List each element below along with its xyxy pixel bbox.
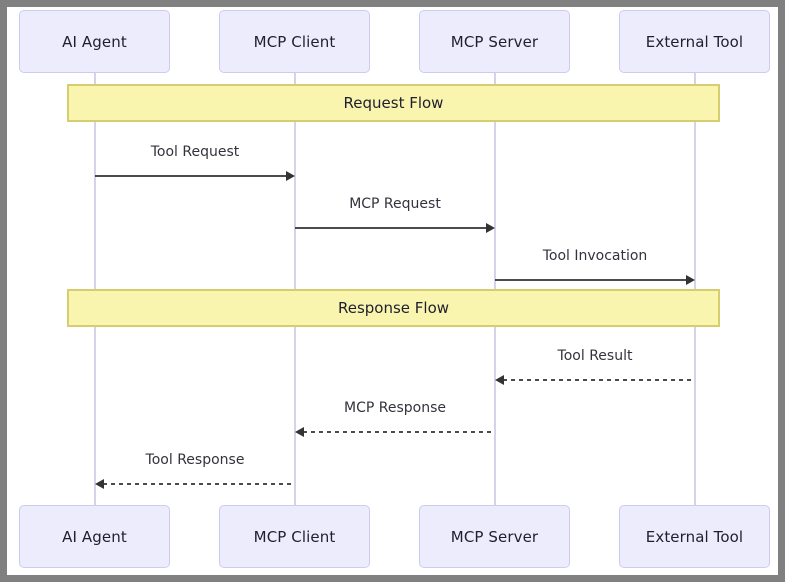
participant-external-tool-bottom[interactable]: External Tool (619, 505, 770, 568)
message-label-tool-response: Tool Response (145, 452, 245, 468)
section-banner-request-flow: Request Flow (67, 84, 720, 122)
arrow-head (95, 479, 104, 489)
message-arrow-mcp-request (295, 223, 495, 233)
participant-label: MCP Server (450, 527, 539, 546)
arrow-head (495, 375, 504, 385)
participant-label: MCP Client (253, 32, 336, 51)
participant-label: MCP Server (450, 32, 539, 51)
section-banner-label: Response Flow (337, 299, 450, 317)
arrow-head (286, 171, 295, 181)
arrow-head (686, 275, 695, 285)
participant-label: AI Agent (62, 32, 127, 51)
message-label-tool-result: Tool Result (557, 348, 633, 364)
participant-external-tool-top[interactable]: External Tool (619, 10, 770, 73)
participant-mcp-client-top[interactable]: MCP Client (219, 10, 370, 73)
participant-ai-agent-bottom[interactable]: AI Agent (19, 505, 170, 568)
message-arrow-tool-invocation (495, 275, 695, 285)
participant-label: AI Agent (62, 527, 127, 546)
participant-mcp-client-bottom[interactable]: MCP Client (219, 505, 370, 568)
message-label-mcp-request: MCP Request (349, 196, 441, 212)
message-arrow-tool-response (95, 479, 295, 489)
arrow-head (486, 223, 495, 233)
message-label-tool-request: Tool Request (150, 144, 240, 160)
message-label-tool-invocation: Tool Invocation (542, 248, 648, 264)
message-arrow-tool-request (95, 171, 295, 181)
participant-mcp-server-bottom[interactable]: MCP Server (419, 505, 570, 568)
participant-label: External Tool (645, 32, 744, 51)
participant-mcp-server-top[interactable]: MCP Server (419, 10, 570, 73)
participant-label: MCP Client (253, 527, 336, 546)
message-label-mcp-response: MCP Response (344, 400, 446, 416)
arrow-head (295, 427, 304, 437)
participant-ai-agent-top[interactable]: AI Agent (19, 10, 170, 73)
section-banner-label: Request Flow (343, 94, 444, 112)
section-banner-response-flow: Response Flow (67, 289, 720, 327)
message-arrow-mcp-response (295, 427, 495, 437)
participant-label: External Tool (645, 527, 744, 546)
message-arrow-tool-result (495, 375, 695, 385)
